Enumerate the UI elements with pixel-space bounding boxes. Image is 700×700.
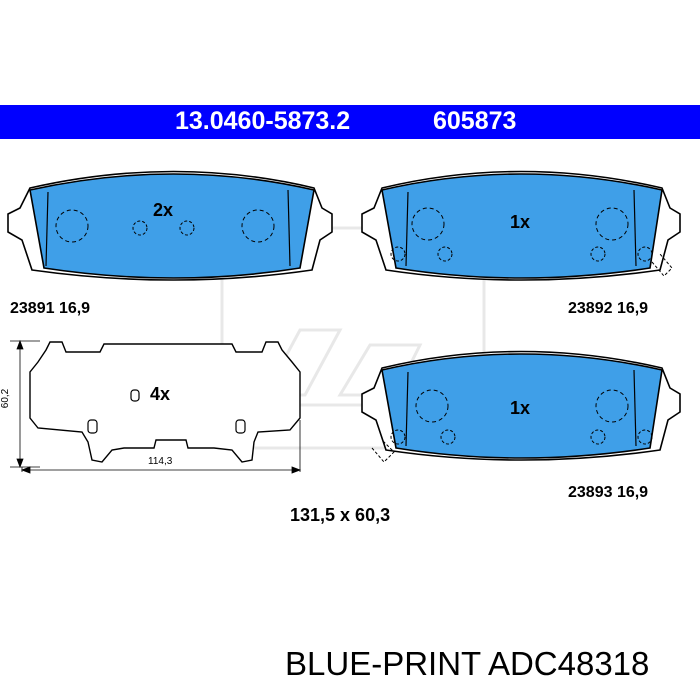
ref-number: 605873	[433, 107, 517, 135]
header-banner: 13.0460-5873.2 605873	[0, 105, 700, 139]
pad-1-quantity: 2x	[153, 200, 174, 220]
brake-pad-3	[361, 350, 681, 463]
pad-1-label: 23891 16,9	[10, 300, 91, 317]
shim-quantity: 4x	[150, 384, 171, 404]
shim-plate	[29, 341, 301, 463]
shim-width-dimension: 114,3	[148, 456, 173, 467]
pad-3-quantity: 1x	[510, 398, 531, 418]
part-number: 13.0460-5873.2	[175, 107, 351, 135]
pad-size-label: 131,5 x 60,3	[290, 505, 391, 525]
dimension-lines	[10, 339, 302, 474]
pad-2-label: 23892 16,9	[568, 300, 649, 317]
pad-3-label: 23893 16,9	[568, 484, 649, 501]
shim-height-dimension: 60,2	[0, 388, 12, 409]
pad-2-quantity: 1x	[510, 212, 531, 232]
brake-pad-1	[7, 170, 333, 281]
brand-part-label: BLUE-PRINT ADC48318	[285, 645, 650, 682]
brake-pad-2	[361, 170, 681, 281]
